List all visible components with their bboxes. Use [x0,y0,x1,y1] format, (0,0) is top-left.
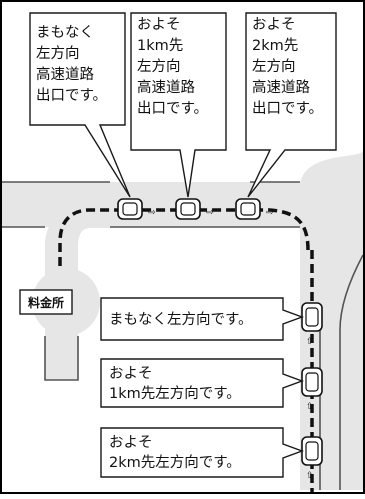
callout-6: およそ 2km先左方向です。 [100,427,305,478]
road-right [300,150,363,490]
tollgate-label: 料金所 [28,295,64,310]
route-path [58,208,310,270]
callout-text: およそ 2km先左方向です。 [109,434,241,471]
tollgate: 料金所 [19,289,73,315]
callout-text: およそ 1km先左方向です。 [109,365,241,402]
car-icon: ⇨ [117,198,156,220]
right-callouts: まもなく左方向です。 およそ 1km先左方向です。 およそ 2km先左方向です。 [100,297,305,478]
callout-text: まもなく左方向です。 [109,311,253,328]
callout-3: およそ 2km先 左方向 高速道路 出口です。 [245,12,337,198]
callout-text: およそ 1km先 左方向 高速道路 出口です。 [137,16,208,117]
top-callouts: まもなく 左方向 高速道路 出口です。 およそ 1km先 左方向 高速道路 出口… [29,12,337,198]
car-markers-right: ⇧ ⇧ ⇧ [301,302,323,481]
callout-text: およそ 2km先 左方向 高速道路 出口です。 [252,16,323,117]
car-icon: ⇨ [175,198,214,220]
svg-text:⇧: ⇧ [306,471,314,481]
svg-text:⇨: ⇨ [266,208,274,218]
svg-text:⇨: ⇨ [206,208,214,218]
car-markers-top: ⇨ ⇨ ⇨ [117,198,274,220]
callout-5: およそ 1km先左方向です。 [100,358,305,408]
callout-4: まもなく左方向です。 [100,297,305,341]
car-icon: ⇧ [301,367,323,412]
svg-text:⇧: ⇧ [306,337,314,347]
callout-2: およそ 1km先 左方向 高速道路 出口です。 [130,12,227,198]
svg-text:⇨: ⇨ [148,208,156,218]
car-icon: ⇧ [301,302,323,347]
callout-1: まもなく 左方向 高速道路 出口です。 [29,12,131,198]
callout-text: まもなく 左方向 高速道路 出口です。 [36,24,107,104]
svg-text:⇧: ⇧ [306,402,314,412]
car-icon: ⇨ [235,198,274,220]
